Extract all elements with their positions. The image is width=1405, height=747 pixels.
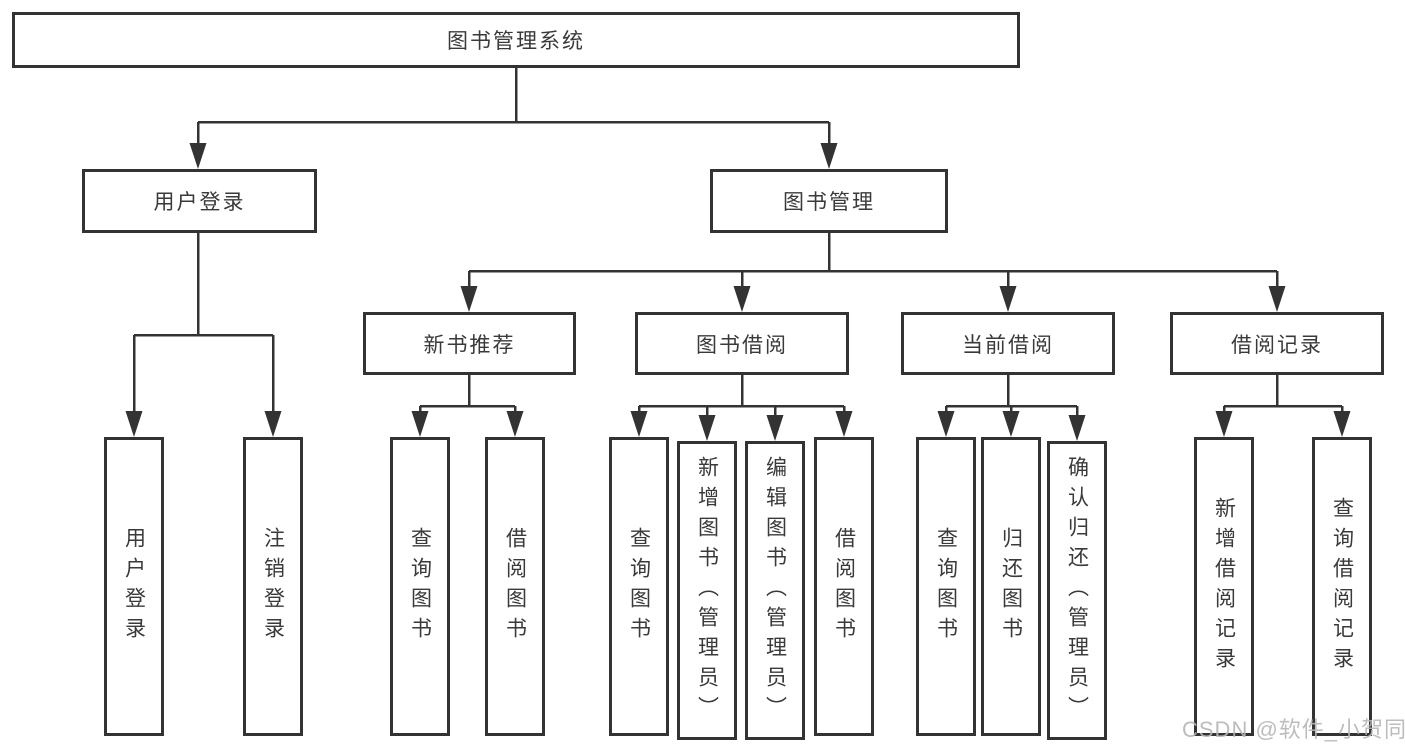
leaf-add-book-admin: 新增图书（管理员） xyxy=(677,441,737,740)
leaf-label: 确认归还（管理员） xyxy=(1065,455,1089,726)
leaf-label: 新增借阅记录 xyxy=(1212,496,1236,677)
leaf-label: 用户登录 xyxy=(122,526,146,647)
arrow-icon xyxy=(1002,411,1020,437)
connector-new-book xyxy=(418,375,517,418)
arrow-icon xyxy=(820,143,838,169)
connector-book-borrow xyxy=(637,375,846,422)
leaf-borrow-books-recommend: 借阅图书 xyxy=(485,437,545,736)
connector-user-login xyxy=(132,233,275,418)
leaf-label: 注销登录 xyxy=(261,526,285,647)
arrow-icon xyxy=(411,411,429,437)
node-current-borrow: 当前借阅 xyxy=(901,312,1115,375)
arrow-icon xyxy=(460,286,478,312)
leaf-add-borrow-record: 新增借阅记录 xyxy=(1194,437,1254,736)
arrow-icon xyxy=(1215,411,1233,437)
leaf-query-borrow-record: 查询借阅记录 xyxy=(1312,437,1372,736)
arrow-icon xyxy=(1268,286,1286,312)
csdn-watermark: CSDN @软件_小贺同学 xyxy=(1182,717,1405,742)
arrow-icon xyxy=(733,286,751,312)
arrow-icon xyxy=(125,411,143,437)
leaf-query-books-current: 查询图书 xyxy=(916,437,976,736)
leaf-label: 借阅图书 xyxy=(832,526,856,647)
connector-current-borrow xyxy=(944,375,1079,422)
arrow-icon xyxy=(766,415,784,441)
leaf-edit-book-admin: 编辑图书（管理员） xyxy=(745,441,805,740)
leaf-query-books-recommend: 查询图书 xyxy=(390,437,450,736)
leaf-label: 查询图书 xyxy=(408,526,432,647)
leaf-label: 查询图书 xyxy=(627,526,651,647)
arrow-icon xyxy=(937,411,955,437)
leaf-label: 编辑图书（管理员） xyxy=(763,455,787,726)
arrow-icon xyxy=(698,415,716,441)
arrow-icon xyxy=(264,411,282,437)
leaf-confirm-return-admin: 确认归还（管理员） xyxy=(1047,441,1107,740)
node-book-borrow: 图书借阅 xyxy=(635,312,849,375)
node-new-book-recommend: 新书推荐 xyxy=(363,312,576,375)
node-library-system: 图书管理系统 xyxy=(12,12,1020,68)
arrow-icon xyxy=(189,143,207,169)
arrow-icon xyxy=(1068,415,1086,441)
connector-book-management xyxy=(467,233,1279,293)
leaf-user-login: 用户登录 xyxy=(104,437,164,736)
leaf-label: 查询借阅记录 xyxy=(1330,496,1354,677)
arrow-icon xyxy=(1333,411,1351,437)
node-book-management: 图书管理 xyxy=(710,169,948,233)
leaf-logout: 注销登录 xyxy=(243,437,303,736)
arrow-icon xyxy=(999,286,1017,312)
leaf-borrow-books: 借阅图书 xyxy=(814,437,874,736)
arrow-icon xyxy=(835,411,853,437)
leaf-label: 借阅图书 xyxy=(503,526,527,647)
connector-root xyxy=(196,68,831,150)
connector-borrow-records xyxy=(1222,375,1344,418)
arrow-icon xyxy=(630,411,648,437)
leaf-return-books: 归还图书 xyxy=(981,437,1041,736)
leaf-label: 新增图书（管理员） xyxy=(695,455,719,726)
leaf-label: 查询图书 xyxy=(934,526,958,647)
node-user-login: 用户登录 xyxy=(82,169,317,233)
leaf-label: 归还图书 xyxy=(999,526,1023,647)
arrow-icon xyxy=(506,411,524,437)
leaf-query-books-borrow: 查询图书 xyxy=(609,437,669,736)
node-borrow-records: 借阅记录 xyxy=(1170,312,1384,375)
